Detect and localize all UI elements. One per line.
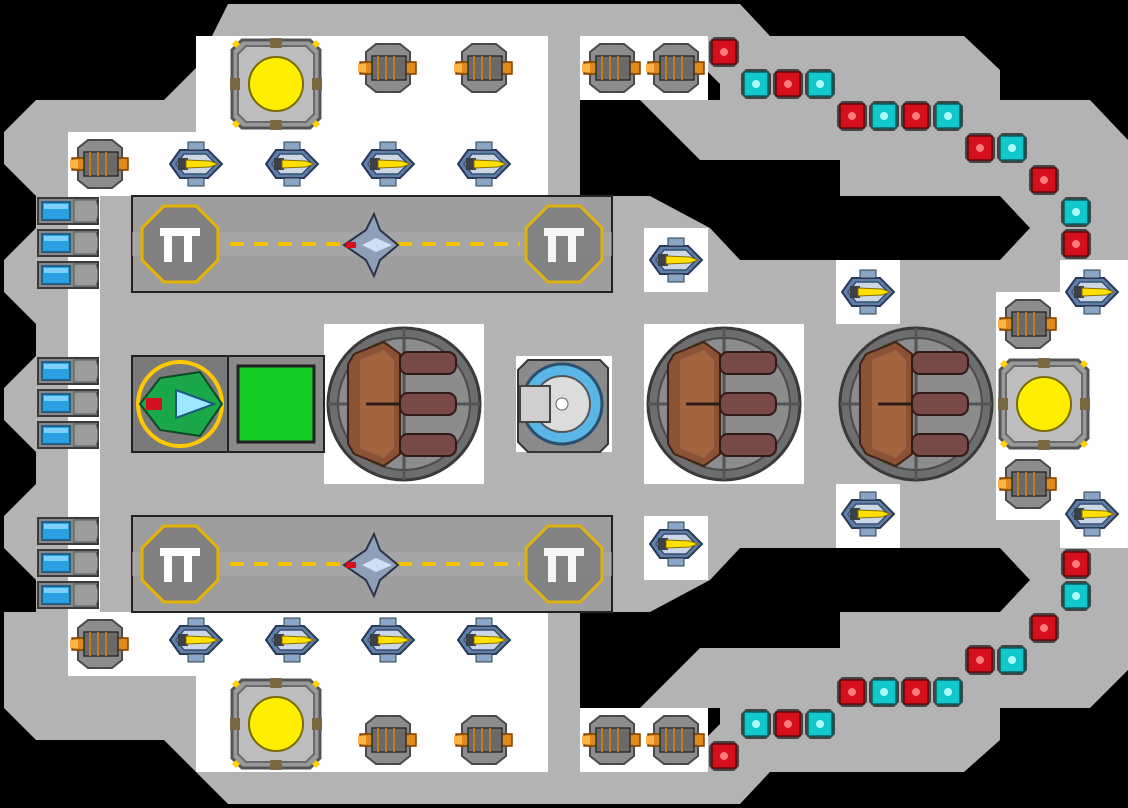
cyan-node-icon[interactable] bbox=[804, 708, 836, 740]
cannon-turret-icon[interactable] bbox=[357, 43, 417, 93]
cannon-turret-icon[interactable] bbox=[997, 459, 1057, 509]
battery-cell-icon[interactable] bbox=[37, 581, 99, 609]
reactor-core-icon[interactable] bbox=[996, 356, 1092, 452]
cyan-node-icon[interactable] bbox=[868, 100, 900, 132]
reactor-core-icon[interactable] bbox=[228, 676, 324, 772]
armor-pod-icon[interactable] bbox=[646, 326, 802, 482]
red-node-icon[interactable] bbox=[772, 708, 804, 740]
cyan-node-icon[interactable] bbox=[932, 676, 964, 708]
red-node-icon[interactable] bbox=[900, 676, 932, 708]
shield-generator[interactable] bbox=[517, 359, 609, 453]
red-node-icon[interactable] bbox=[836, 100, 868, 132]
battery-cell-icon[interactable] bbox=[37, 421, 99, 449]
cyan-node-icon[interactable] bbox=[996, 644, 1028, 676]
landing-pad-icon bbox=[140, 204, 220, 284]
battery-cell-icon[interactable] bbox=[37, 197, 99, 225]
landing-pad-icon bbox=[524, 524, 604, 604]
red-node-icon[interactable] bbox=[1060, 548, 1092, 580]
armor-pod-icon[interactable] bbox=[326, 326, 482, 482]
cyan-node-icon[interactable] bbox=[868, 676, 900, 708]
fighter-bay[interactable] bbox=[227, 355, 325, 453]
cannon-turret-icon[interactable] bbox=[453, 43, 513, 93]
battery-cell-icon[interactable] bbox=[37, 549, 99, 577]
cannon-turret-icon[interactable] bbox=[997, 299, 1057, 349]
cannon-turret-icon[interactable] bbox=[357, 715, 417, 765]
cyan-node-icon[interactable] bbox=[1060, 196, 1092, 228]
red-node-icon[interactable] bbox=[772, 68, 804, 100]
battery-cell-icon[interactable] bbox=[37, 389, 99, 417]
red-node-icon[interactable] bbox=[708, 740, 740, 772]
battery-cell-icon[interactable] bbox=[37, 357, 99, 385]
red-node-icon[interactable] bbox=[1060, 228, 1092, 260]
red-node-icon[interactable] bbox=[708, 36, 740, 68]
cannon-turret-icon[interactable] bbox=[69, 139, 129, 189]
battery-cell-icon[interactable] bbox=[37, 517, 99, 545]
command-bridge[interactable] bbox=[131, 355, 229, 453]
battery-cell-icon[interactable] bbox=[37, 229, 99, 257]
hangar-lower[interactable] bbox=[131, 515, 613, 613]
cyan-node-icon[interactable] bbox=[740, 68, 772, 100]
cannon-turret-icon[interactable] bbox=[645, 715, 705, 765]
landing-pad-icon bbox=[524, 204, 604, 284]
red-node-icon[interactable] bbox=[964, 644, 996, 676]
cyan-node-icon[interactable] bbox=[996, 132, 1028, 164]
cannon-turret-icon[interactable] bbox=[581, 43, 641, 93]
red-node-icon[interactable] bbox=[1028, 164, 1060, 196]
red-node-icon[interactable] bbox=[964, 132, 996, 164]
cyan-node-icon[interactable] bbox=[932, 100, 964, 132]
cannon-turret-icon[interactable] bbox=[581, 715, 641, 765]
red-node-icon[interactable] bbox=[836, 676, 868, 708]
cyan-node-icon[interactable] bbox=[1060, 580, 1092, 612]
cyan-node-icon[interactable] bbox=[740, 708, 772, 740]
cannon-turret-icon[interactable] bbox=[453, 715, 513, 765]
cannon-turret-icon[interactable] bbox=[645, 43, 705, 93]
red-node-icon[interactable] bbox=[1028, 612, 1060, 644]
battery-cell-icon[interactable] bbox=[37, 261, 99, 289]
cyan-node-icon[interactable] bbox=[804, 68, 836, 100]
reactor-core-icon[interactable] bbox=[228, 36, 324, 132]
red-node-icon[interactable] bbox=[900, 100, 932, 132]
landing-pad-icon bbox=[140, 524, 220, 604]
armor-pod-icon[interactable] bbox=[838, 326, 994, 482]
cannon-turret-icon[interactable] bbox=[69, 619, 129, 669]
hangar-upper[interactable] bbox=[131, 195, 613, 293]
